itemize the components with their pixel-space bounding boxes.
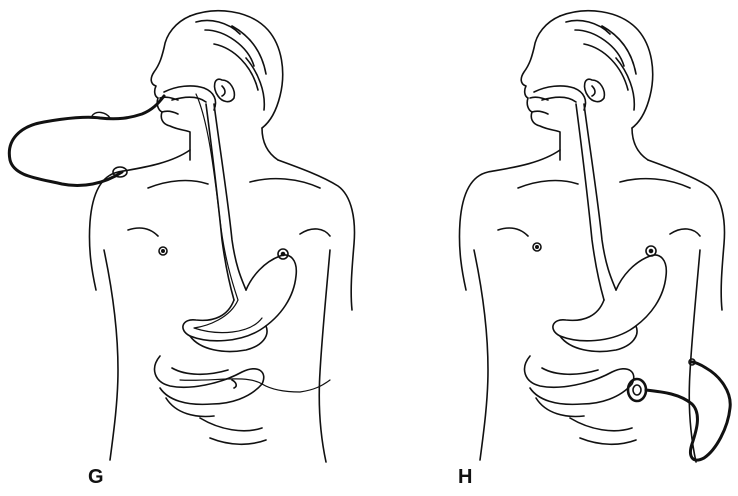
panel-h-neck-back bbox=[632, 128, 648, 160]
panel-g-hair bbox=[190, 11, 283, 128]
panel-h-abdomen-lines bbox=[570, 418, 636, 444]
panel-h-stomach bbox=[553, 255, 666, 341]
panel-g-face-profile bbox=[151, 16, 190, 160]
panel-label-h: H bbox=[458, 466, 472, 489]
panel-h-torso-outline bbox=[459, 150, 724, 462]
panel-g-abdomen-lines bbox=[200, 418, 266, 444]
panel-h-tube-coil bbox=[646, 362, 730, 460]
panel-g-small-intestine bbox=[155, 356, 264, 416]
panel-g-external-tube bbox=[9, 96, 164, 186]
panel-g-gi-tract bbox=[155, 94, 330, 416]
panel-h-stoma-port bbox=[628, 379, 646, 401]
panel-h-stoma-port-inner bbox=[633, 385, 641, 395]
panel-h-external-tube bbox=[628, 359, 730, 460]
panel-h-esophagus bbox=[576, 104, 616, 300]
panel-g-navel bbox=[232, 380, 236, 388]
panel-h-nipple-right-dot bbox=[650, 250, 653, 253]
panel-g-nipple-left-dot bbox=[162, 250, 164, 252]
panel-h-face-profile bbox=[521, 16, 560, 160]
panel-g-tube-coil bbox=[9, 96, 164, 186]
panel-g-esophagus bbox=[206, 104, 246, 300]
panel-h-ear bbox=[585, 79, 605, 101]
panel-label-g: G bbox=[88, 466, 104, 489]
panel-h-gi-tract bbox=[525, 104, 667, 416]
panel-g-torso-outline bbox=[89, 150, 354, 462]
panel-g-chest-lines bbox=[128, 179, 330, 236]
panel-h-chest-lines bbox=[498, 179, 700, 236]
panel-h-nipple-left-dot bbox=[536, 246, 538, 248]
panel-h-hair bbox=[560, 11, 653, 128]
panel-h-small-intestine bbox=[525, 356, 634, 416]
panel-g-ear bbox=[215, 79, 235, 101]
panel-g-neck-back bbox=[262, 128, 278, 160]
panel-g-stomach bbox=[183, 255, 296, 341]
